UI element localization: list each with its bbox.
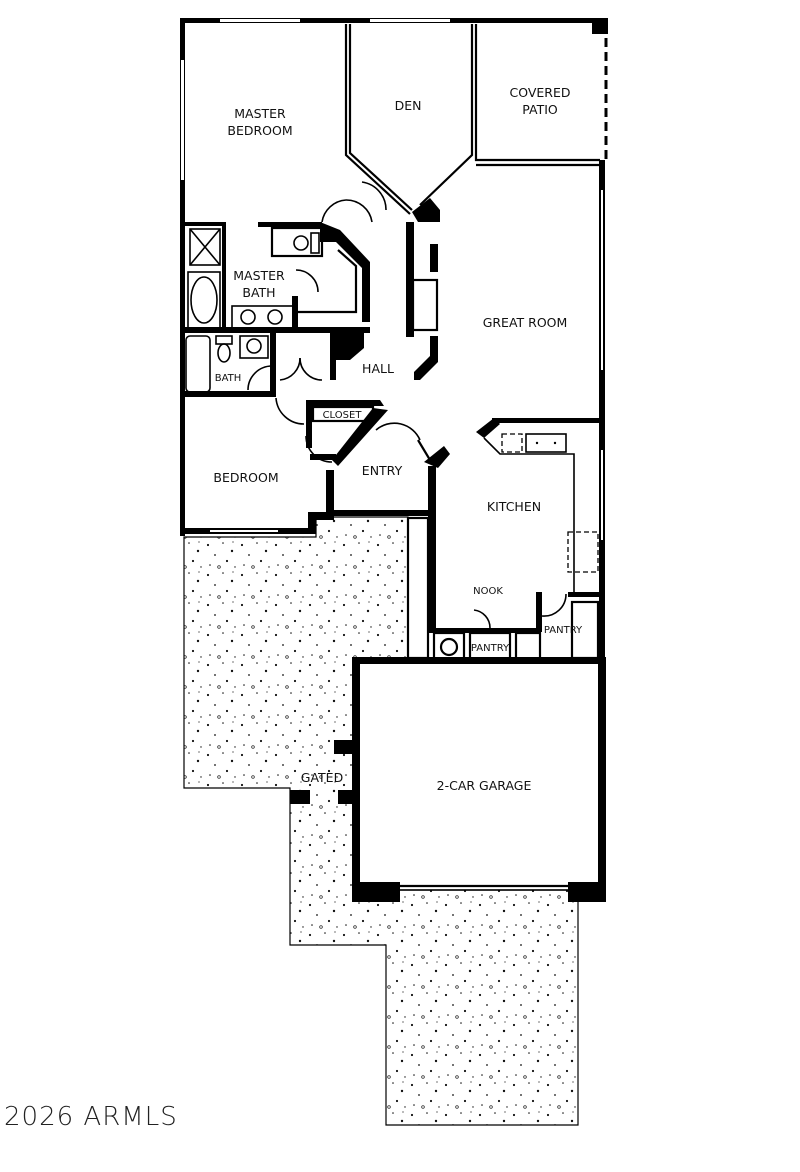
garage-walls — [290, 657, 606, 902]
label-gated: GATED — [301, 770, 343, 785]
label-covered-patio-2: PATIO — [522, 102, 558, 117]
bedroom-walls — [180, 454, 432, 534]
label-master-bedroom: MASTER — [234, 106, 286, 121]
label-den: DEN — [395, 98, 422, 113]
great-room-walls — [406, 222, 439, 380]
label-master-bath: MASTER — [233, 268, 285, 283]
interior-walls-north — [321, 24, 600, 223]
room-labels: MASTER BEDROOM DEN COVERED PATIO MASTER … — [213, 85, 583, 793]
label-covered-patio: COVERED — [509, 85, 570, 100]
label-kitchen: KITCHEN — [487, 499, 541, 514]
label-hall: HALL — [362, 361, 394, 376]
label-master-bath-2: BATH — [242, 285, 275, 300]
label-entry: ENTRY — [362, 463, 403, 478]
label-great-room: GREAT ROOM — [483, 315, 568, 330]
master-bath-walls — [180, 222, 370, 333]
label-pantry-right: PANTRY — [544, 625, 583, 636]
label-bedroom: BEDROOM — [213, 470, 278, 485]
bath-hall-walls — [180, 333, 388, 466]
label-garage: 2-CAR GARAGE — [437, 778, 532, 793]
exterior-walls — [180, 18, 608, 660]
copyright-watermark: 2026 ARMLS — [4, 1102, 178, 1132]
landscape-gravel-areas — [183, 516, 579, 1126]
label-nook: NOOK — [473, 586, 503, 597]
label-bath: BATH — [215, 373, 242, 384]
label-master-bedroom-2: BEDROOM — [227, 123, 292, 138]
label-closet: CLOSET — [323, 410, 363, 421]
label-pantry-small: PANTRY — [471, 643, 510, 654]
